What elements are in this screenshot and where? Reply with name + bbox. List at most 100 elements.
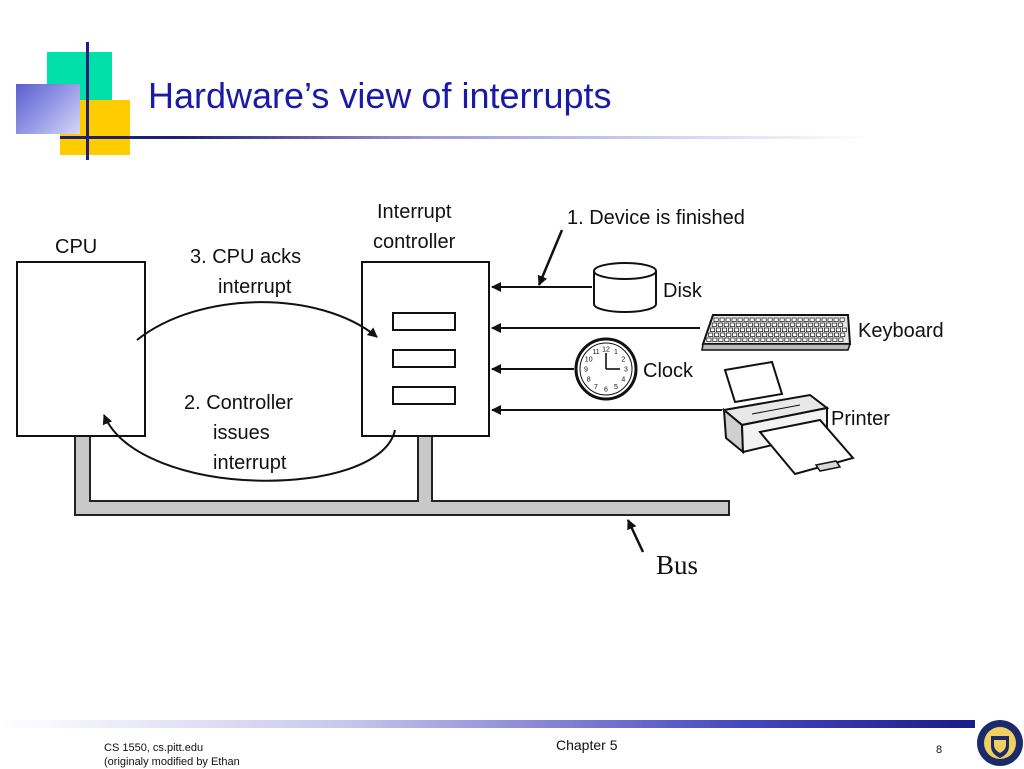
controller-issue-arrow (102, 414, 396, 482)
keyboard-key (753, 322, 759, 327)
keyboard-key (819, 322, 825, 327)
keyboard-key (785, 317, 791, 322)
interrupt-diagram: Bus CPU Interrupt controller 3. CPU acks… (16, 201, 944, 580)
footer-chapter: Chapter 5 (556, 737, 618, 753)
keyboard-key (808, 337, 814, 342)
keyboard-key (797, 317, 803, 322)
clock-number: 3 (624, 367, 628, 374)
keyboard-key (767, 317, 773, 322)
keyboard-key (728, 327, 733, 332)
keyboard-key (839, 317, 845, 322)
keyboard-key (742, 337, 748, 342)
keyboard-key (768, 332, 774, 337)
keyboard-keys (706, 317, 847, 342)
keyboard-key (779, 317, 785, 322)
slide-title: Hardware’s view of interrupts (148, 75, 612, 116)
keyboard-key (730, 337, 736, 342)
keyboard-key (776, 327, 781, 332)
keyboard-key (800, 327, 805, 332)
keyboard-key (725, 317, 731, 322)
keyboard-key (755, 317, 761, 322)
keyboard-key (812, 327, 817, 332)
keyboard-key (806, 327, 811, 332)
keyboard-key (720, 332, 726, 337)
clock-number: 6 (604, 387, 608, 394)
keyboard-key (717, 322, 723, 327)
keyboard-key (825, 322, 831, 327)
step1-label: 1. Device is finished (567, 207, 745, 229)
keyboard-key (765, 322, 771, 327)
keyboard-key (737, 317, 743, 322)
keyboard-key (706, 337, 712, 342)
keyboard-key (802, 337, 808, 342)
keyboard-key (741, 322, 747, 327)
keyboard-key (796, 337, 802, 342)
keyboard-key (750, 332, 756, 337)
keyboard-key (761, 317, 767, 322)
keyboard-key (798, 332, 804, 337)
keyboard-key (818, 327, 823, 332)
cpu-ack-arrow (136, 301, 378, 341)
step3-label-line2: interrupt (218, 276, 292, 298)
controller-register (392, 312, 456, 331)
clock-number: 10 (585, 357, 593, 364)
keyboard-key (820, 337, 826, 342)
keyboard-key (834, 332, 840, 337)
clock-number: 2 (621, 357, 625, 364)
university-seal-icon (977, 720, 1023, 766)
keyboard-key (809, 317, 815, 322)
keyboard-key (778, 337, 784, 342)
keyboard-key (762, 332, 768, 337)
cpu-box (16, 261, 146, 437)
keyboard-key (777, 322, 783, 327)
keyboard-key (754, 337, 760, 342)
controller-label-line1: Interrupt (377, 201, 452, 223)
footer-course-line2: (originaly modified by Ethan (104, 756, 240, 768)
keyboard-key (794, 327, 799, 332)
step2-label-line2: issues (213, 422, 270, 444)
keyboard-key (810, 332, 816, 337)
keyboard-key (746, 327, 751, 332)
keyboard-key (840, 332, 846, 337)
keyboard-key (831, 322, 837, 327)
keyboard-key (786, 332, 792, 337)
page-number: 8 (936, 744, 943, 756)
step2-label-line1: 2. Controller (184, 392, 293, 414)
keyboard-key (771, 322, 777, 327)
corner-deco-blue (16, 84, 80, 134)
interrupt-controller-box (361, 261, 490, 437)
clock-number: 7 (594, 384, 598, 391)
keyboard-key (830, 327, 835, 332)
keyboard-key (814, 337, 820, 342)
keyboard-key (833, 317, 839, 322)
bus-pointer-arrow (626, 519, 645, 553)
keyboard-key (826, 337, 832, 342)
keyboard-key (724, 337, 730, 342)
keyboard-key (784, 337, 790, 342)
keyboard-key (723, 322, 729, 327)
keyboard-key (719, 317, 725, 322)
clock-number: 8 (587, 377, 591, 384)
keyboard-key (712, 337, 718, 342)
footer-course-info: CS 1550, cs.pitt.edu (originaly modified… (104, 741, 240, 769)
bus-label: Bus (656, 550, 698, 580)
clock-number: 5 (614, 384, 618, 391)
keyboard-key (774, 332, 780, 337)
clock-number: 4 (621, 377, 625, 384)
keyboard-key (801, 322, 807, 327)
controller-label-line2: controller (373, 231, 456, 253)
printer-icon (721, 360, 855, 476)
keyboard-key (713, 317, 719, 322)
keyboard-key (749, 317, 755, 322)
keyboard-key (764, 327, 769, 332)
keyboard-key (731, 317, 737, 322)
keyboard-key (759, 322, 765, 327)
keyboard-key (790, 337, 796, 342)
disk-label: Disk (663, 280, 703, 302)
keyboard-key (708, 332, 714, 337)
keyboard-key (772, 337, 778, 342)
keyboard-key (744, 332, 750, 337)
keyboard-key (780, 332, 786, 337)
